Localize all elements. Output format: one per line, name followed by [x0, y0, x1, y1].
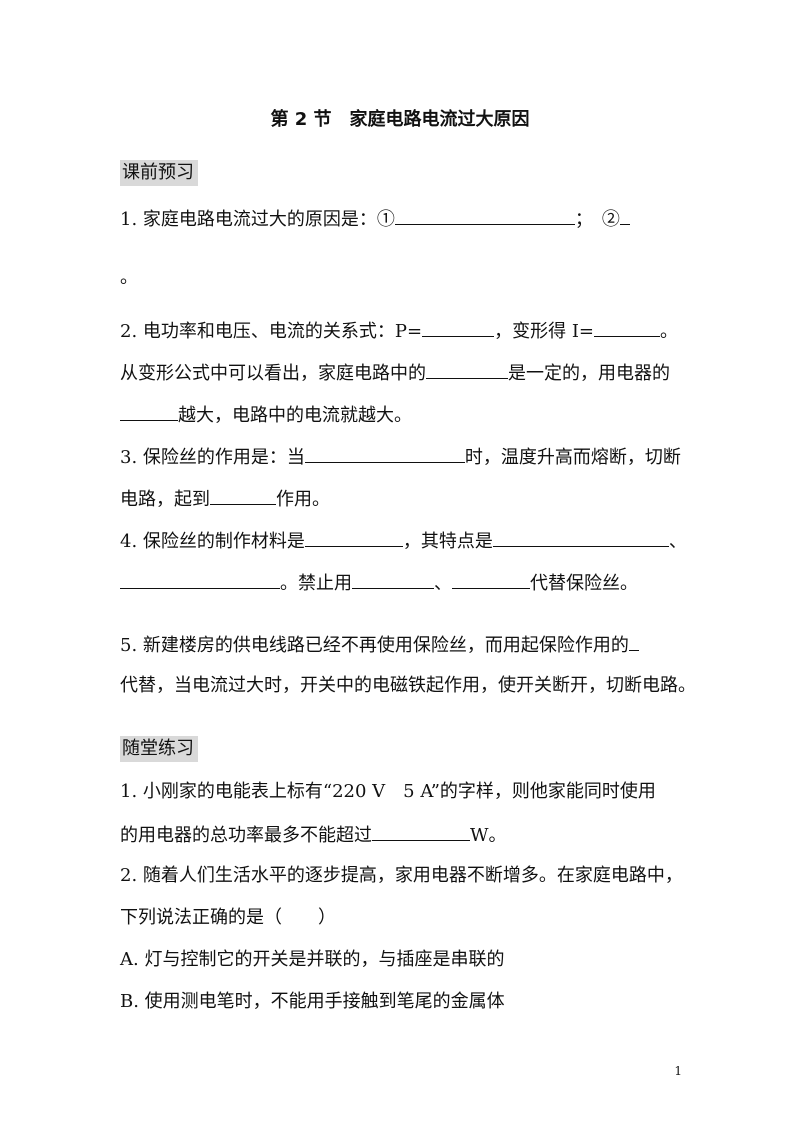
- section-heading-pre-study: 课前预习: [120, 160, 198, 186]
- practice-q1-line2-text-b: W。: [470, 825, 507, 846]
- pre-q3-text-a: 3. 保险丝的作用是：当: [120, 447, 305, 468]
- pre-q1-text: 1. 家庭电路电流过大的原因是：①: [120, 209, 395, 230]
- pre-question-4: 4. 保险丝的制作材料是 ，其特点是 、: [120, 528, 687, 554]
- answer-blank[interactable]: [120, 402, 178, 421]
- pre-q1-end: 。: [120, 267, 138, 288]
- answer-blank[interactable]: [304, 444, 465, 463]
- pre-q2-line2-text-b: 是一定的，用电器的: [508, 363, 670, 384]
- page-number: 1: [674, 1064, 682, 1078]
- practice-question-2-line-2: 下列说法正确的是（ ）: [120, 907, 336, 928]
- answer-blank[interactable]: [120, 570, 280, 589]
- pre-q3-line2-text-a: 电路，起到: [120, 489, 210, 510]
- pre-q2-line3-text: 越大，电路中的电流就越大。: [178, 405, 412, 426]
- answer-blank[interactable]: [619, 206, 630, 225]
- answer-blank[interactable]: [422, 318, 495, 337]
- answer-blank[interactable]: [372, 822, 470, 841]
- pre-q2-text-a: 2. 电功率和电压、电流的关系式：P=: [120, 321, 423, 342]
- page-title: 第 2 节 家庭电路电流过大原因: [270, 109, 530, 130]
- pre-q4-text-c: 、: [668, 531, 687, 552]
- pre-question-1: 1. 家庭电路电流过大的原因是：① ； ②: [120, 206, 630, 232]
- pre-q4-line2-text-a: 。禁止用: [280, 573, 352, 594]
- pre-q4-text-a: 4. 保险丝的制作材料是: [120, 531, 305, 552]
- answer-blank[interactable]: [210, 486, 276, 505]
- answer-blank[interactable]: [452, 570, 530, 589]
- pre-question-4-line-2: 。禁止用 、 代替保险丝。: [120, 570, 638, 596]
- answer-blank[interactable]: [394, 206, 575, 225]
- answer-blank[interactable]: [352, 570, 434, 589]
- option-a: A. 灯与控制它的开关是并联的，与插座是串联的: [120, 949, 505, 970]
- answer-blank[interactable]: [492, 528, 669, 547]
- practice-question-2: 2. 随着人们生活水平的逐步提高，家用电器不断增多。在家庭电路中，: [120, 865, 683, 886]
- pre-q3-line2-text-b: 作用。: [276, 489, 330, 510]
- pre-q4-text-b: ，其特点是: [402, 531, 493, 552]
- pre-q3-text-b: 时，温度升高而熔断，切断: [464, 447, 681, 468]
- pre-q4-line2-text-b: 、: [434, 573, 452, 594]
- answer-blank[interactable]: [594, 318, 661, 337]
- answer-blank[interactable]: [628, 632, 639, 651]
- section-heading-practice: 随堂练习: [120, 736, 198, 762]
- pre-question-2-line-3: 越大，电路中的电流就越大。: [120, 402, 412, 428]
- pre-question-3: 3. 保险丝的作用是：当 时，温度升高而熔断，切断: [120, 444, 681, 470]
- pre-q2-text-b: ，变形得 I=: [494, 321, 595, 342]
- practice-question-1: 1. 小刚家的电能表上标有“220 V 5 A”的字样，则他家能同时使用: [120, 781, 656, 802]
- pre-q2-line2-text-a: 从变形公式中可以看出，家庭电路中的: [120, 363, 426, 384]
- practice-question-1-line-2: 的用电器的总功率最多不能超过 W。: [120, 822, 507, 848]
- pre-q2-text-c: 。: [660, 321, 679, 342]
- practice-q1-line2-text-a: 的用电器的总功率最多不能超过: [120, 825, 372, 846]
- answer-blank[interactable]: [304, 528, 403, 547]
- answer-blank[interactable]: [426, 360, 508, 379]
- pre-question-2: 2. 电功率和电压、电流的关系式：P= ，变形得 I= 。: [120, 318, 678, 344]
- pre-q4-line2-text-c: 代替保险丝。: [530, 573, 638, 594]
- pre-question-2-line-2: 从变形公式中可以看出，家庭电路中的 是一定的，用电器的: [120, 360, 670, 386]
- pre-q1-separator: ； ②: [574, 209, 620, 230]
- pre-question-5: 5. 新建楼房的供电线路已经不再使用保险丝，而用起保险作用的: [120, 632, 639, 658]
- pre-question-3-line-2: 电路，起到 作用。: [120, 486, 330, 512]
- pre-q5-text-a: 5. 新建楼房的供电线路已经不再使用保险丝，而用起保险作用的: [120, 635, 629, 656]
- pre-question-5-line-2: 代替，当电流过大时，开关中的电磁铁起作用，使开关断开，切断电路。: [120, 675, 696, 696]
- option-b: B. 使用测电笔时，不能用手接触到笔尾的金属体: [120, 991, 505, 1012]
